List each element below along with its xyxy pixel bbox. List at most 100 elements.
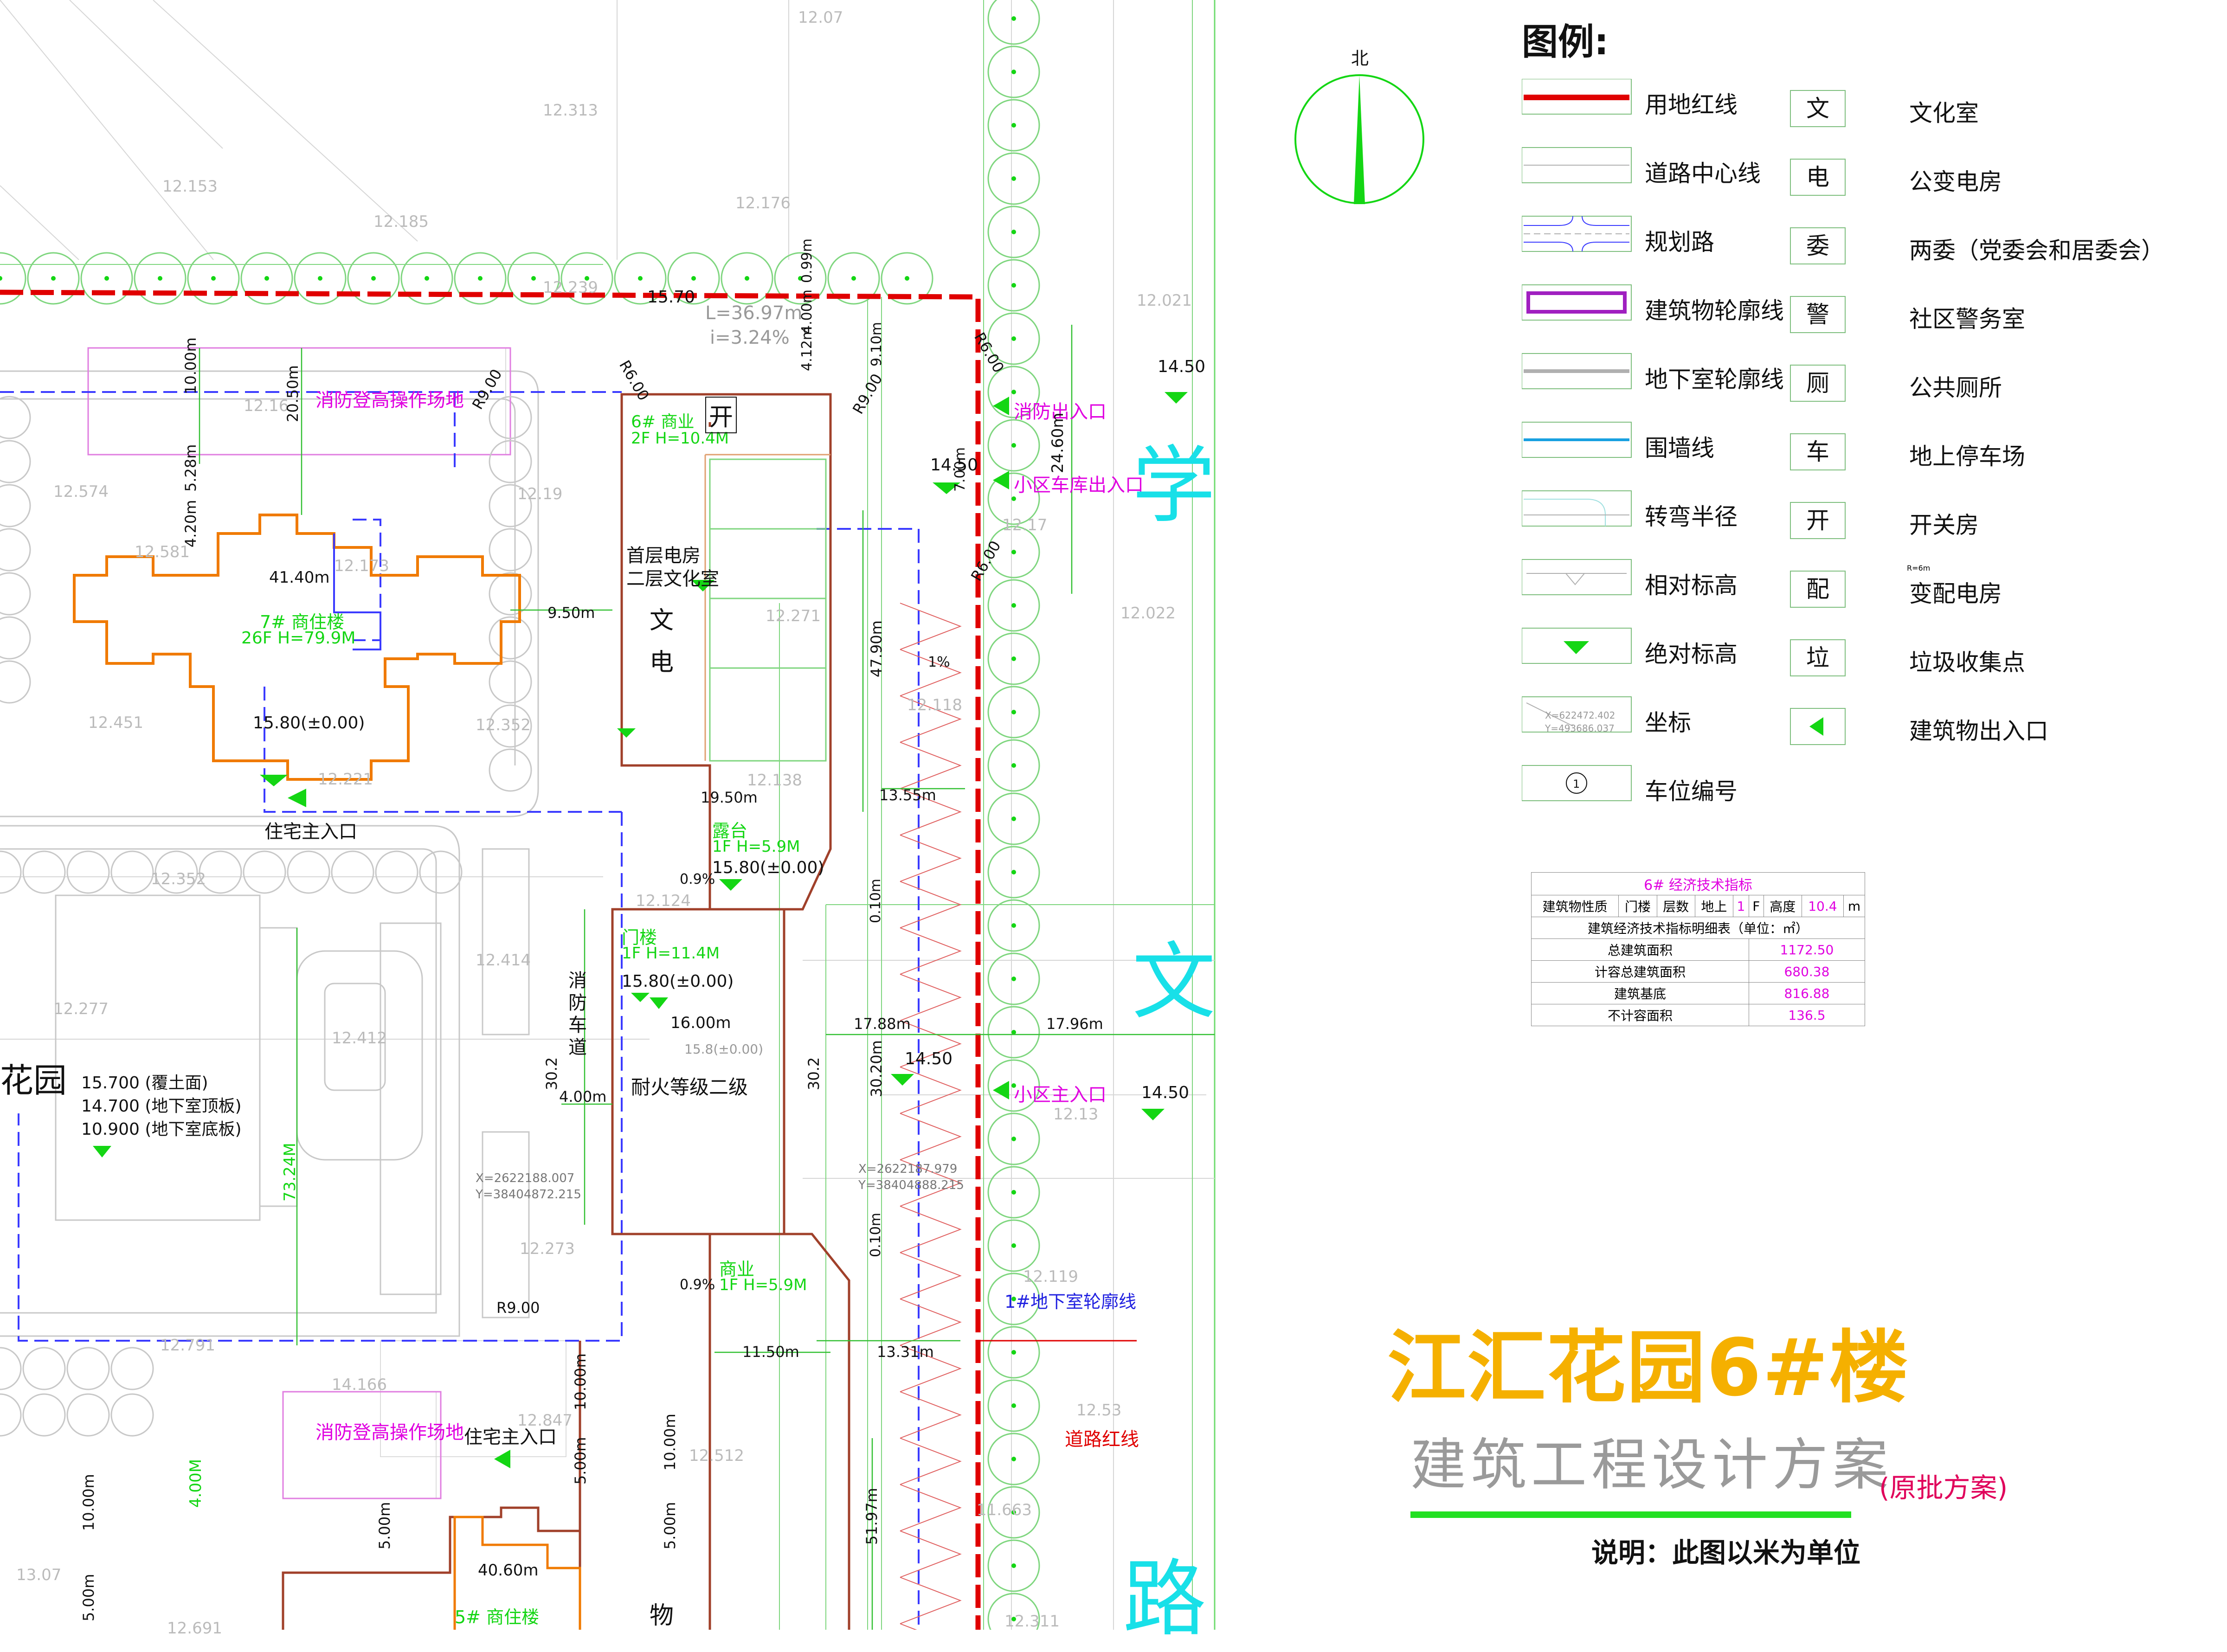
dim-label: 17.88m [854, 1015, 911, 1033]
slope-percent: i=3.24% [710, 327, 790, 348]
tree-symbol [987, 259, 1040, 312]
elev-label: 12.13 [1053, 1105, 1099, 1124]
tree-symbol [110, 1393, 154, 1437]
elev-label: 12.691 [167, 1619, 222, 1638]
dim-label: 5.00m [80, 1574, 97, 1621]
table-cell: F [1748, 895, 1764, 917]
fire-area-outlines [87, 347, 511, 1499]
elev-label: 12.19 [517, 485, 563, 503]
elev-label: 12.581 [135, 543, 190, 561]
dimension-lines [199, 325, 1215, 1630]
tree-center [1011, 1403, 1016, 1408]
slope-length: L=36.97m [705, 302, 803, 324]
dim-label: 10.00m [80, 1474, 97, 1531]
tree-center [1011, 123, 1016, 128]
garden-elev-3: 10.900 (地下室底板) [81, 1120, 242, 1139]
legend-item-parking-number: 车位编号 [1645, 778, 1738, 805]
coord-1-x: X=2622188.007 [476, 1171, 575, 1185]
main-entry-label: 小区主入口 [1014, 1084, 1107, 1106]
building-6-name: 6# 商业 [631, 412, 695, 431]
hatch-mark [900, 649, 962, 696]
tree-center [1011, 870, 1016, 874]
tree-symbol [0, 572, 31, 616]
tree-center [1011, 1083, 1016, 1088]
table-cell: 136.5 [1748, 1004, 1866, 1026]
legend-icons [1522, 79, 1632, 801]
elev-label: 14.166 [332, 1376, 387, 1394]
dim-label: 30.20m [868, 1040, 885, 1097]
dim-label: 10.00m [572, 1353, 589, 1410]
tree-symbol [489, 748, 532, 792]
hatch-mark [900, 1345, 962, 1392]
abs-elev-label: 15.70 [647, 288, 695, 307]
legend-item-turning-radius: 转弯半径 [1645, 503, 1738, 530]
table-cell: 建筑基底 [1531, 982, 1749, 1004]
dim-label: 7.00m [952, 447, 968, 492]
dim-label: 10.00m [182, 337, 200, 394]
garden-elev-2: 14.700 (地下室顶板) [81, 1097, 242, 1116]
elev-label: 12.173 [334, 557, 389, 575]
dim-label: 0.9% [680, 871, 715, 887]
tree-symbol [66, 1347, 110, 1390]
culture-room-mark: 文 [650, 607, 674, 635]
legend-item-coordinate: 坐标 [1645, 709, 1691, 736]
legend-item-culture-room: 文化室 [1909, 100, 1979, 127]
tree-center [1011, 763, 1016, 768]
tree-center [1011, 1350, 1016, 1355]
elev-label: 12.791 [160, 1336, 215, 1355]
building-7-core [333, 534, 381, 650]
tree-symbol [294, 252, 347, 305]
tree-symbol [987, 1219, 1040, 1272]
property-mark: 物 [650, 1602, 674, 1630]
fire-grade-label: 耐火等级二级 [631, 1076, 748, 1099]
building-7-name: 7# 商住楼 [260, 612, 345, 632]
tree-center [1011, 1510, 1016, 1515]
tree-symbol [987, 1273, 1040, 1325]
hatch-mark [900, 1530, 962, 1578]
tree-symbol [0, 484, 31, 527]
tree-center [318, 276, 322, 281]
building-6-outline [579, 393, 850, 1630]
gate-info: 1F H=11.4M [622, 944, 720, 963]
tree-symbol [489, 396, 532, 439]
tree-symbol [489, 528, 532, 572]
building-6-info: 2F H=10.4M [631, 429, 729, 448]
tree-symbol [0, 850, 22, 894]
legend-item-planned-road: 规划路 [1645, 229, 1714, 256]
tree-symbol [489, 484, 532, 527]
legend-item-road-centerline: 道路中心线 [1645, 160, 1761, 187]
elev-label: 12.53 [1076, 1401, 1122, 1420]
elev-label: 11.663 [977, 1501, 1032, 1519]
table-cell: 680.38 [1748, 960, 1866, 983]
elev-label: 12.412 [332, 1029, 387, 1048]
garden-label: 花园 [0, 1061, 67, 1100]
table-cell: 不计容面积 [1531, 1004, 1749, 1026]
table-cell: 建筑物性质 [1531, 895, 1619, 917]
tree-center [1011, 443, 1016, 448]
tree-center [1011, 656, 1016, 661]
elev-label: 12.118 [907, 696, 962, 714]
tree-center [0, 276, 2, 281]
table-cell: 816.88 [1748, 982, 1866, 1004]
legend-item-basement-outline: 地下室轮廓线 [1645, 366, 1784, 393]
power-room-mark: 电 [650, 649, 674, 676]
switch-room-mark: 开 [705, 397, 737, 433]
tree-symbol [489, 616, 532, 660]
table-cell: 门楼 [1618, 895, 1657, 917]
garage-exit-label: 小区车库出入口 [1014, 475, 1144, 496]
building-7-info: 26F H=79.9M [241, 629, 356, 648]
tree-center [905, 276, 909, 281]
gate-label: 门楼 [622, 927, 657, 948]
dim-label: 11.50m [742, 1343, 799, 1361]
tree-symbol [987, 1112, 1040, 1165]
tree-center [1011, 70, 1016, 74]
hatch-strip [900, 603, 962, 1630]
legend-item-switch-room: 开关房 [1909, 512, 1979, 539]
building-7-elev: 15.80(±0.00) [253, 714, 365, 733]
dim-label: 13.55m [879, 786, 936, 804]
elev-label: 12.311 [1004, 1612, 1060, 1631]
tree-symbol [881, 252, 933, 305]
legend-parking-sample: 1 [1573, 778, 1580, 791]
tree-symbol [987, 739, 1040, 792]
elev-label: 12.16 [244, 397, 289, 415]
